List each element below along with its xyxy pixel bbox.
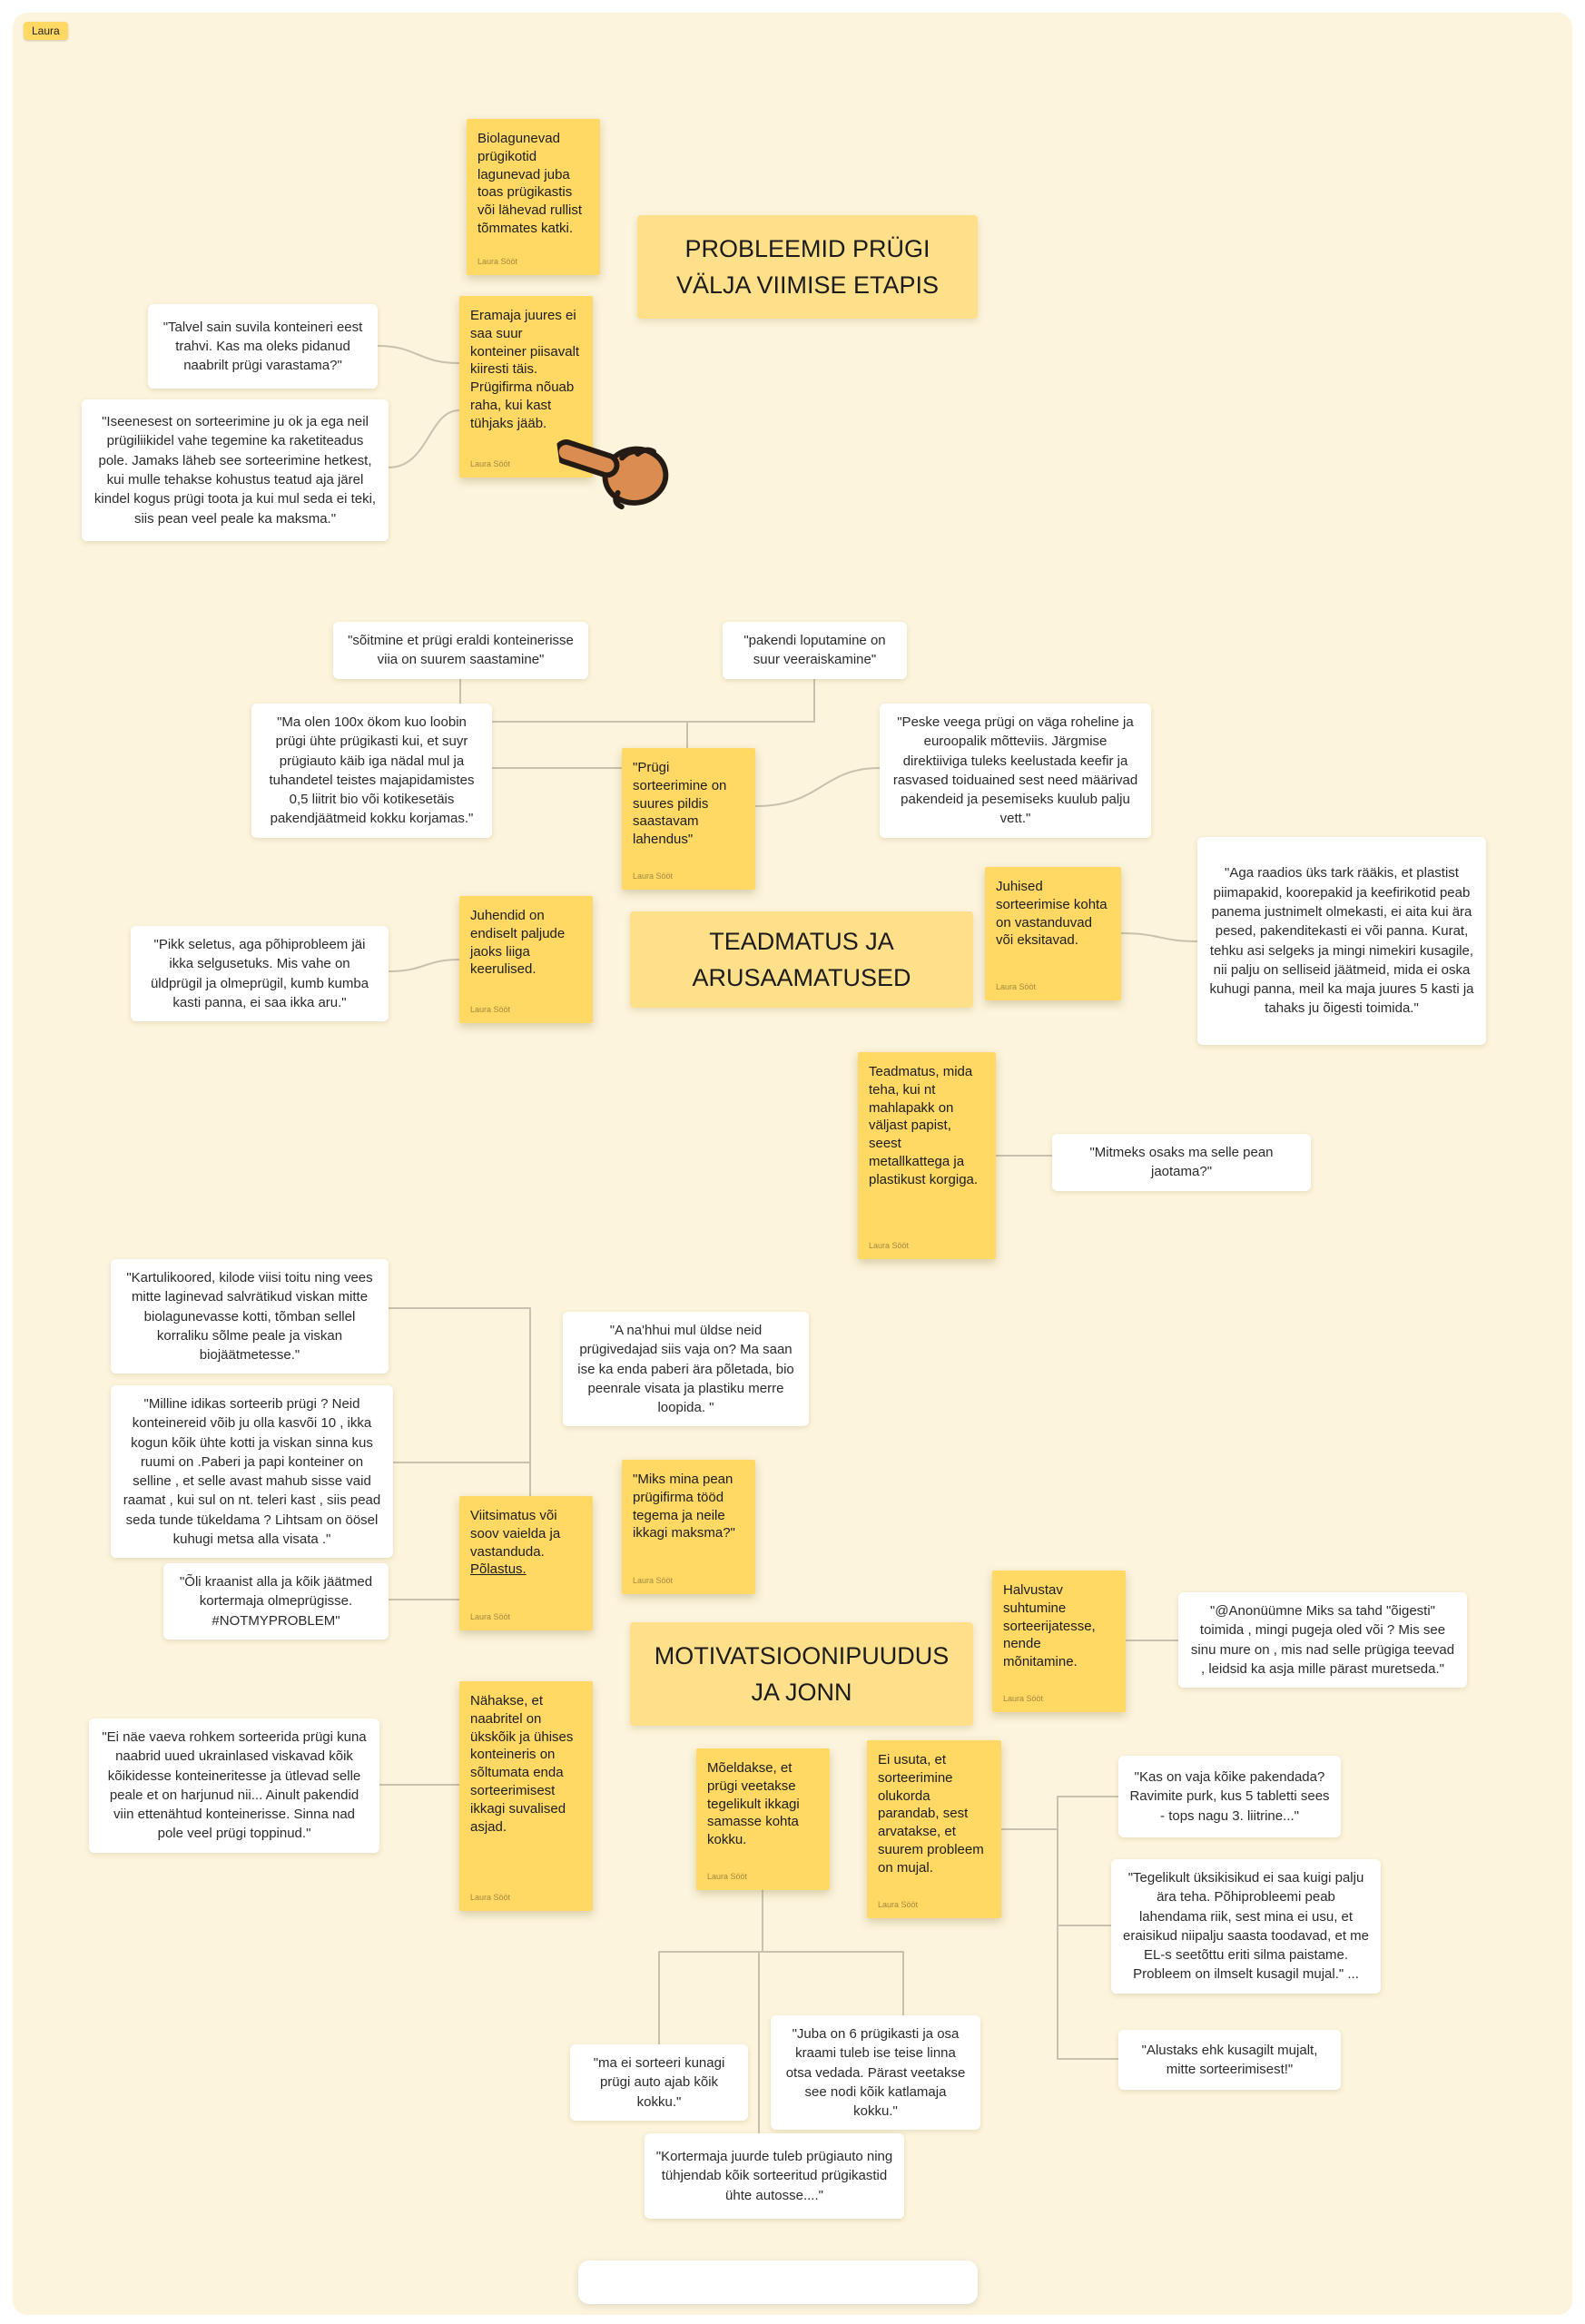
section-title-ignorance[interactable]: TEADMATUS JA ARUSAAMATUSED — [630, 911, 973, 1008]
collaborator-cursor-label: Laura — [24, 22, 68, 40]
quote-note[interactable]: "Õli kraanist alla ja kõik jäätmed korte… — [163, 1563, 389, 1640]
quote-text: "Juba on 6 prügikasti ja osa kraami tule… — [785, 2026, 966, 2120]
quote-text: "Kortermaja juurde tuleb prügiauto ning … — [655, 2149, 893, 2203]
quote-text: "Milline idikas sorteerib prügi ? Neid k… — [123, 1396, 381, 1548]
quote-note[interactable]: "Alustaks ehk kusagilt mujalt, mitte sor… — [1118, 2030, 1341, 2090]
sticky-text: Viitsimatus või soov vaielda ja vastandu… — [470, 1508, 561, 1560]
section-title-text: PROBLEEMID PRÜGI VÄLJA VIIMISE ETAPIS — [675, 234, 940, 300]
sticky-text: Nähakse, et naabritel on ükskõik ja ühis… — [470, 1693, 574, 1835]
quote-note[interactable]: "Kas on vaja kõike pakendada? Ravimite p… — [1118, 1756, 1341, 1837]
sticky-text-underlined: Põlastus. — [470, 1561, 527, 1578]
sticky-note[interactable]: Biolagunevad prügikotid lagunevad juba t… — [467, 119, 600, 275]
quote-note[interactable]: "Kortermaja juurde tuleb prügiauto ning … — [645, 2133, 904, 2219]
quote-text: "Ei näe vaeva rohkem sorteerida prügi ku… — [102, 1729, 367, 1842]
sticky-text: "Prügi sorteerimine on suures pildis saa… — [633, 760, 727, 848]
section-title-text: TEADMATUS JA ARUSAAMATUSED — [692, 927, 911, 992]
sticky-note[interactable]: Mõeldakse, et prügi veetakse tegelikult … — [696, 1748, 830, 1890]
sticky-note[interactable]: Viitsimatus või soov vaielda ja vastandu… — [459, 1496, 593, 1630]
sticky-author: Laura Sööt — [869, 1241, 910, 1251]
sticky-text: Eramaja juures ei saa suur konteiner pii… — [470, 308, 580, 431]
quote-note[interactable]: "Mitmeks osaks ma selle pean jaotama?" — [1052, 1134, 1311, 1191]
sticky-text: Ei usuta, et sorteerimine olukorda paran… — [878, 1752, 984, 1876]
sticky-author: Laura Sööt — [1003, 1694, 1044, 1704]
quote-text: "Alustaks ehk kusagilt mujalt, mitte sor… — [1141, 2042, 1318, 2077]
quote-note[interactable]: "Kartulikoored, kilode viisi toitu ning … — [111, 1259, 389, 1374]
sticky-author: Laura Sööt — [470, 459, 511, 469]
quote-text: "Pikk seletus, aga põhiprobleem jäi ikka… — [150, 937, 369, 1010]
sticky-note[interactable]: Teadmatus, mida teha, kui nt mahlapakk o… — [858, 1052, 996, 1259]
quote-text: "Iseenesest on sorteerimine ju ok ja ega… — [94, 414, 377, 527]
quote-text: "Ma olen 100x ökom kuo loobin prügi ühte… — [269, 714, 475, 827]
hand-pointer-icon[interactable] — [552, 396, 684, 531]
quote-note[interactable]: "pakendi loputamine on suur veeraiskamin… — [723, 622, 907, 679]
quote-note[interactable]: "sõitmine et prügi eraldi konteinerisse … — [333, 622, 588, 679]
sticky-author: Laura Sööt — [707, 1872, 748, 1882]
quote-note[interactable]: "Ei näe vaeva rohkem sorteerida prügi ku… — [89, 1718, 379, 1853]
section-title-problems[interactable]: PROBLEEMID PRÜGI VÄLJA VIIMISE ETAPIS — [637, 215, 978, 319]
quote-text: "Kartulikoored, kilode viisi toitu ning … — [126, 1270, 373, 1364]
sticky-note[interactable]: Halvustav suhtumine sorteerijatesse, nen… — [992, 1571, 1126, 1712]
section-title-text: MOTIVATSIOONIPUUDUS JA JONN — [654, 1641, 950, 1707]
quote-text: "Peske veega prügi on väga roheline ja e… — [892, 714, 1138, 827]
quote-text: "Kas on vaja kõike pakendada? Ravimite p… — [1129, 1769, 1330, 1824]
sticky-text: Teadmatus, mida teha, kui nt mahlapakk o… — [869, 1064, 979, 1187]
sticky-author: Laura Sööt — [633, 872, 674, 881]
sticky-text: Juhendid on endiselt paljude jaoks liiga… — [470, 908, 566, 978]
section-title-motivation[interactable]: MOTIVATSIOONIPUUDUS JA JONN — [630, 1622, 973, 1726]
quote-note[interactable]: "A na'hhui mul üldse neid prügivedajad s… — [563, 1312, 809, 1427]
sticky-text: Biolagunevad prügikotid lagunevad juba t… — [477, 131, 583, 236]
bottom-toolbar[interactable] — [578, 2260, 978, 2304]
sticky-author: Laura Sööt — [470, 1612, 511, 1622]
quote-text: "Mitmeks osaks ma selle pean jaotama?" — [1089, 1145, 1274, 1180]
quote-note[interactable]: "Ma olen 100x ökom kuo loobin prügi ühte… — [251, 704, 492, 838]
quote-note[interactable]: "@Anonüümne Miks sa tahd "õigesti" toimi… — [1178, 1592, 1467, 1689]
sticky-text: Juhised sorteerimise kohta on vastanduva… — [996, 879, 1108, 949]
quote-note[interactable]: "Talvel sain suvila konteineri eest trah… — [148, 304, 378, 389]
quote-text: "ma ei sorteeri kunagi prügi auto ajab k… — [593, 2055, 725, 2110]
sticky-note[interactable]: "Miks mina pean prügifirma tööd tegema j… — [622, 1460, 755, 1594]
quote-text: "Õli kraanist alla ja kõik jäätmed korte… — [179, 1574, 373, 1629]
quote-note[interactable]: "Milline idikas sorteerib prügi ? Neid k… — [111, 1385, 393, 1559]
sticky-author: Laura Sööt — [477, 257, 518, 267]
quote-note[interactable]: "Juba on 6 prügikasti ja osa kraami tule… — [771, 2015, 980, 2131]
sticky-text: Mõeldakse, et prügi veetakse tegelikult … — [707, 1760, 800, 1848]
quote-text: "pakendi loputamine on suur veeraiskamin… — [743, 633, 886, 668]
sticky-text: Halvustav suhtumine sorteerijatesse, nen… — [1003, 1582, 1096, 1670]
quote-note[interactable]: "Iseenesest on sorteerimine ju ok ja ega… — [82, 399, 389, 541]
quote-text: "Talvel sain suvila konteineri eest trah… — [162, 319, 363, 374]
sticky-author: Laura Sööt — [878, 1900, 919, 1910]
sticky-author: Laura Sööt — [996, 982, 1037, 992]
quote-text: "A na'hhui mul üldse neid prügivedajad s… — [577, 1323, 794, 1416]
sticky-author: Laura Sööt — [633, 1576, 674, 1586]
sticky-note[interactable]: Nähakse, et naabritel on ükskõik ja ühis… — [459, 1681, 593, 1911]
sticky-text: "Miks mina pean prügifirma tööd tegema j… — [633, 1472, 735, 1541]
quote-text: "sõitmine et prügi eraldi konteinerisse … — [348, 633, 574, 668]
quote-note[interactable]: "Aga raadios üks tark rääkis, et plastis… — [1197, 837, 1486, 1045]
sticky-author: Laura Sööt — [470, 1005, 511, 1015]
quote-text: "@Anonüümne Miks sa tahd "õigesti" toimi… — [1190, 1603, 1455, 1677]
sticky-author: Laura Sööt — [470, 1893, 511, 1903]
sticky-note[interactable]: "Prügi sorteerimine on suures pildis saa… — [622, 748, 755, 890]
quote-text: "Aga raadios üks tark rääkis, et plastis… — [1209, 865, 1474, 1017]
quote-text: "Tegelikult üksikisikud ei saa kuigi pal… — [1123, 1870, 1369, 1983]
sticky-note[interactable]: Ei usuta, et sorteerimine olukorda paran… — [867, 1740, 1001, 1918]
quote-note[interactable]: "Peske veega prügi on väga roheline ja e… — [880, 704, 1151, 838]
sticky-note[interactable]: Juhised sorteerimise kohta on vastanduva… — [985, 867, 1121, 1000]
sticky-note[interactable]: Juhendid on endiselt paljude jaoks liiga… — [459, 896, 593, 1023]
quote-note[interactable]: "ma ei sorteeri kunagi prügi auto ajab k… — [570, 2044, 748, 2121]
quote-note[interactable]: "Tegelikult üksikisikud ei saa kuigi pal… — [1111, 1859, 1381, 1994]
collaborator-name: Laura — [32, 25, 60, 37]
quote-note[interactable]: "Pikk seletus, aga põhiprobleem jäi ikka… — [131, 926, 389, 1022]
